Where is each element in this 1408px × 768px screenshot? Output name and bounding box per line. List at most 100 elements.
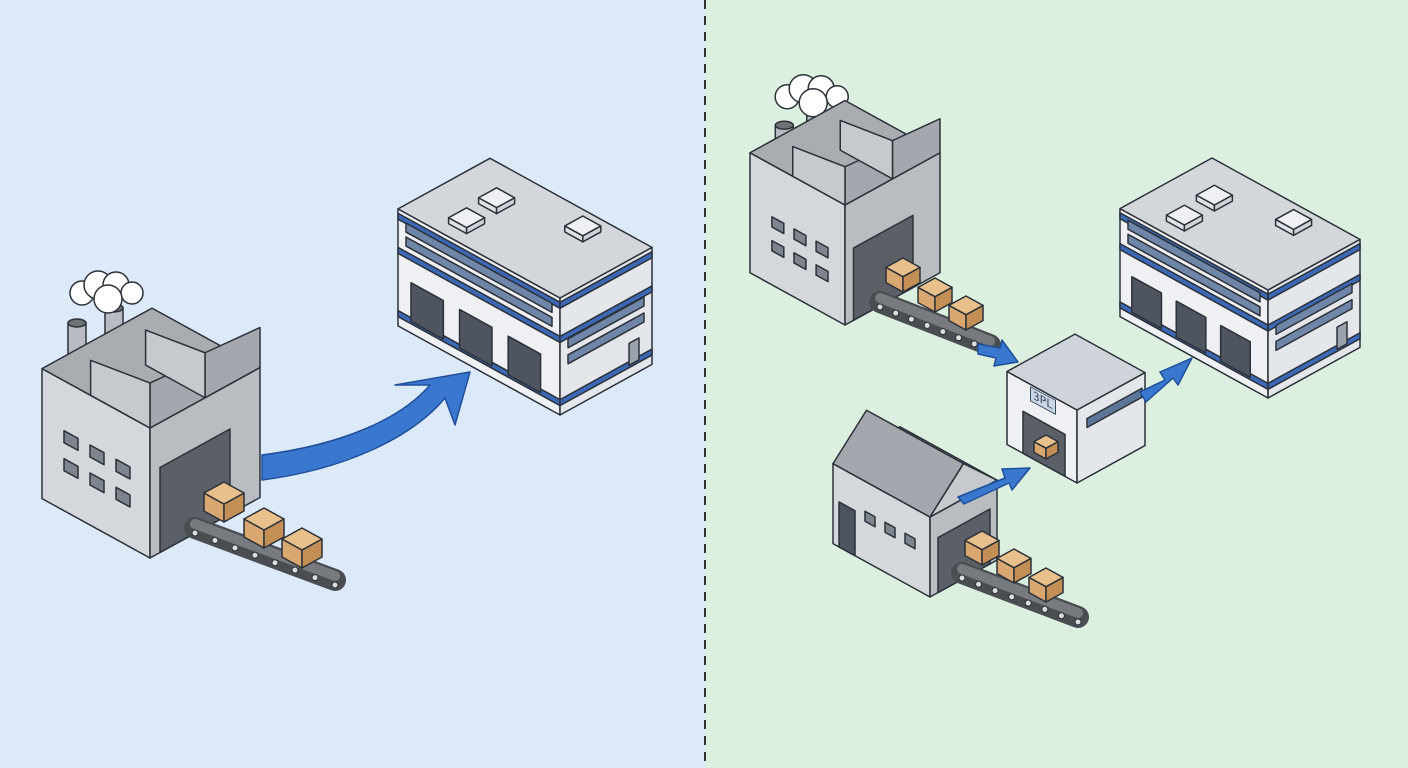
conveyor-roller — [251, 551, 259, 559]
cardboard-box — [203, 481, 245, 523]
arrow-to-3pl — [977, 339, 1019, 367]
cardboard-box-roof — [996, 548, 1032, 569]
conveyor-roller — [970, 340, 978, 348]
left-factory-window — [115, 458, 131, 480]
right-warehouse-window-band — [1127, 233, 1261, 317]
3pl-window-band — [1086, 387, 1143, 429]
left-warehouse-roof-vent — [447, 207, 486, 235]
left-factory-window — [115, 486, 131, 508]
left-warehouse-roof-vent-roof — [564, 215, 602, 237]
conveyor-surface — [875, 293, 995, 346]
right-factory-window — [793, 228, 807, 247]
right-warehouse-roof-vent-roof — [1165, 204, 1204, 226]
left-warehouse-window-band — [567, 296, 645, 349]
smoke-cloud-icon — [69, 270, 144, 314]
conveyor-roller — [876, 303, 884, 311]
left-factory-gable — [89, 359, 151, 429]
right-factory-window — [793, 252, 807, 271]
left-factory-window — [89, 472, 105, 494]
smoke-puff — [798, 88, 828, 118]
right-factory-window — [815, 264, 829, 283]
left-factory-gable — [144, 329, 206, 399]
conveyor-roller — [231, 544, 239, 552]
small-supplier-window — [864, 510, 876, 528]
smoke-puff — [120, 281, 144, 305]
conveyor-roller — [1074, 618, 1082, 626]
right-warehouse-roof — [1119, 157, 1361, 291]
left-warehouse-window-band — [405, 236, 553, 328]
conveyor-roller — [191, 529, 199, 537]
cardboard-box — [243, 507, 285, 549]
left-warehouse-roof-stripe — [559, 250, 653, 310]
right-factory-window — [815, 240, 829, 259]
cardboard-box — [917, 277, 953, 313]
conveyor-roller — [291, 566, 299, 574]
conveyor-roller — [311, 574, 319, 582]
right-warehouse-roof-vent — [1274, 208, 1313, 237]
cardboard-box-roof — [281, 527, 323, 551]
conveyor-roller — [991, 587, 999, 595]
smoke-puff — [93, 284, 123, 314]
right-warehouse-window-band — [1275, 282, 1353, 336]
small-supplier-side-door — [838, 501, 856, 557]
chimney-top — [67, 318, 87, 328]
left-warehouse-dock-door — [458, 308, 493, 367]
right-warehouse-side-door — [1336, 321, 1348, 350]
3pl-building-roof — [1006, 333, 1146, 411]
left-warehouse-roof-vent-roof — [447, 207, 486, 229]
conveyor-roller — [958, 574, 966, 582]
conveyor-roller — [331, 581, 339, 589]
conveyor-roller — [955, 334, 963, 342]
cardboard-box-roof — [243, 507, 285, 531]
supplier-to-3pl-arrow — [957, 467, 1031, 505]
left-warehouse-roof-vent-roof — [477, 187, 516, 209]
conveyor-roller — [939, 328, 947, 336]
left-warehouse-window-band — [405, 222, 553, 314]
smoke-cloud-icon — [774, 74, 849, 118]
direct-shipment-arrow — [261, 371, 471, 481]
right-warehouse-dock-door — [1131, 275, 1163, 330]
conveyor-roller — [1057, 612, 1065, 620]
cardboard-box — [885, 257, 921, 293]
left-factory-window — [89, 444, 105, 466]
cardboard-box — [1033, 434, 1059, 460]
conveyor-belt — [184, 517, 346, 591]
right-warehouse-dock-door — [1219, 324, 1251, 379]
right-factory-window — [771, 239, 785, 259]
cardboard-box — [1028, 567, 1064, 603]
right-warehouse-window-band — [1127, 219, 1261, 303]
right-factory-window — [771, 216, 785, 235]
right-factory-gable — [839, 119, 894, 180]
left-factory-window — [63, 457, 79, 480]
left-warehouse-dock-door — [507, 335, 542, 394]
conveyor-roller — [1024, 599, 1032, 607]
conveyor-roller — [1041, 605, 1049, 613]
cardboard-box-roof — [1033, 434, 1059, 449]
conveyor-roller — [892, 309, 900, 317]
right-warehouse-roof-vent — [1165, 204, 1204, 232]
conveyor-roller — [975, 580, 983, 588]
cardboard-box-roof — [203, 481, 245, 505]
right-warehouse-window-band — [1275, 298, 1353, 352]
left-factory-window — [63, 429, 79, 452]
cardboard-box-roof — [964, 530, 1000, 551]
conveyor-roller — [923, 321, 931, 329]
cardboard-box — [964, 530, 1000, 566]
cardboard-box-roof — [917, 277, 953, 298]
conveyor-surface — [190, 519, 340, 581]
conveyor-roller — [907, 315, 915, 323]
small-supplier-window — [884, 521, 896, 539]
small-supplier-window — [904, 532, 916, 550]
arrow-to-warehouse — [1139, 357, 1193, 403]
left-warehouse-side-door — [628, 337, 640, 367]
cardboard-box-roof — [885, 257, 921, 278]
cardboard-box — [996, 548, 1032, 584]
left-warehouse-window-band — [567, 312, 645, 365]
left-warehouse-roof-vent — [477, 187, 516, 215]
right-warehouse-roof-vent — [1195, 184, 1234, 212]
right-warehouse-roof-vent-roof — [1274, 208, 1313, 231]
conveyor-roller — [1008, 593, 1016, 601]
cardboard-box-roof — [948, 295, 984, 316]
right-warehouse-roof-vent-roof — [1195, 184, 1234, 206]
